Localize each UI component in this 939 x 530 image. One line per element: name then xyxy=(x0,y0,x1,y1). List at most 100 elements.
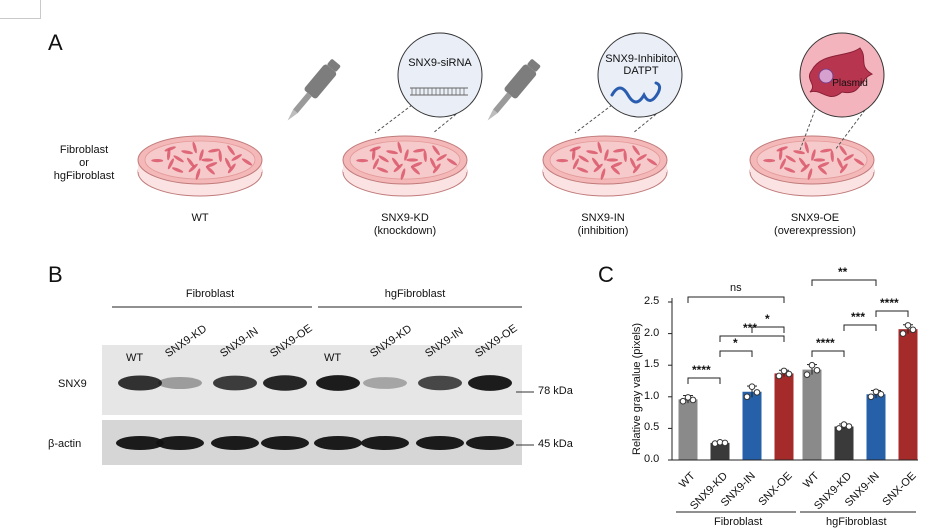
cell xyxy=(820,148,832,153)
cell xyxy=(432,163,441,174)
callout-leader xyxy=(799,109,816,151)
condition-name: SNX9-OE xyxy=(790,212,840,224)
cell xyxy=(843,154,854,161)
blot-band-actin xyxy=(466,436,514,450)
data-point xyxy=(689,396,697,404)
cell xyxy=(646,158,658,166)
pipette-shaft xyxy=(492,92,512,114)
significance-label: ** xyxy=(838,265,848,279)
cell xyxy=(839,163,848,174)
data-point xyxy=(867,393,875,401)
y-tick-label: 1.5 xyxy=(644,358,660,371)
group-label: hgFibroblast xyxy=(826,516,887,528)
data-point xyxy=(785,370,793,378)
pipette-body xyxy=(304,64,337,99)
condition-sub: (overexpression) xyxy=(774,225,856,237)
cell xyxy=(763,158,776,163)
cell xyxy=(404,149,409,161)
cell xyxy=(830,150,834,162)
bar xyxy=(710,442,730,460)
data-point xyxy=(748,383,756,390)
inhibitor-line-2: DATPT xyxy=(623,65,659,77)
cell xyxy=(600,168,606,180)
cell xyxy=(636,154,647,161)
blot-band-snx9 xyxy=(118,375,162,391)
data-point xyxy=(904,322,912,329)
data-point xyxy=(753,389,761,396)
cell xyxy=(793,150,805,155)
pipette-tip xyxy=(487,109,498,121)
condition-label-wt: WT xyxy=(150,212,250,225)
y-tick-label: 2.5 xyxy=(644,295,660,307)
significance-label: **** xyxy=(880,296,899,310)
cell xyxy=(413,148,425,153)
cell xyxy=(188,163,198,173)
y-axis-label: Relative gray value (pixels) xyxy=(631,322,643,455)
cell xyxy=(371,148,376,161)
blot-band-actin xyxy=(361,436,409,450)
significance-bracket xyxy=(875,310,909,317)
cell xyxy=(798,157,807,168)
cell xyxy=(837,157,843,169)
significance-label: * xyxy=(765,312,770,326)
plasmid-icon xyxy=(818,68,834,84)
cell xyxy=(206,162,218,168)
blot-band-snx9 xyxy=(263,375,307,391)
bar xyxy=(774,373,794,460)
pipette-plunger xyxy=(527,59,541,72)
cell xyxy=(372,158,379,170)
condition-name: SNX9-IN xyxy=(581,212,625,224)
significance-label: * xyxy=(733,336,738,350)
cell xyxy=(218,150,222,162)
bar xyxy=(742,391,762,460)
cell xyxy=(800,163,810,173)
blot-row-label-actin: β-actin xyxy=(48,438,82,450)
cell xyxy=(167,158,174,170)
cell-type-label: Fibroblast or hgFibroblast xyxy=(48,144,120,183)
pipette-shaft xyxy=(292,92,312,114)
callout-leader xyxy=(374,104,413,134)
cell xyxy=(811,149,816,161)
significance-bracket xyxy=(811,350,845,357)
cell xyxy=(227,163,236,174)
blot-band-actin xyxy=(314,436,362,450)
cell xyxy=(817,166,827,175)
condition-name: WT xyxy=(191,212,209,224)
cell xyxy=(632,163,641,174)
pipette-tip xyxy=(287,109,298,121)
cell-type-line-2: or xyxy=(79,157,89,169)
bar xyxy=(898,329,918,460)
cell xyxy=(610,166,620,175)
significance-bracket xyxy=(751,326,785,333)
cell xyxy=(632,145,640,156)
significance-bracket xyxy=(719,335,785,342)
blot-band-actin xyxy=(211,436,259,450)
cell xyxy=(195,168,201,180)
cell xyxy=(613,148,625,153)
data-point xyxy=(808,361,816,369)
data-point xyxy=(899,330,907,337)
data-point xyxy=(872,388,880,396)
data-point xyxy=(721,439,729,447)
cell xyxy=(406,158,419,162)
cell xyxy=(807,168,813,180)
cell xyxy=(778,148,783,161)
data-point xyxy=(684,394,692,401)
condition-label-in: SNX9-IN (inhibition) xyxy=(553,212,653,238)
pipette-plunger xyxy=(327,59,341,72)
cell xyxy=(199,149,204,161)
blot-band-snx9 xyxy=(363,377,407,389)
cell xyxy=(377,167,389,173)
blot-band-actin xyxy=(416,436,464,450)
cell xyxy=(630,157,636,169)
condition-label-kd: SNX9-KD (knockdown) xyxy=(355,212,455,238)
cell xyxy=(586,150,598,155)
data-point xyxy=(813,366,821,374)
lane-label: WT xyxy=(324,352,342,364)
cell xyxy=(446,158,458,166)
significance-bracket xyxy=(687,296,785,303)
cell xyxy=(597,141,602,154)
data-point xyxy=(845,423,853,430)
